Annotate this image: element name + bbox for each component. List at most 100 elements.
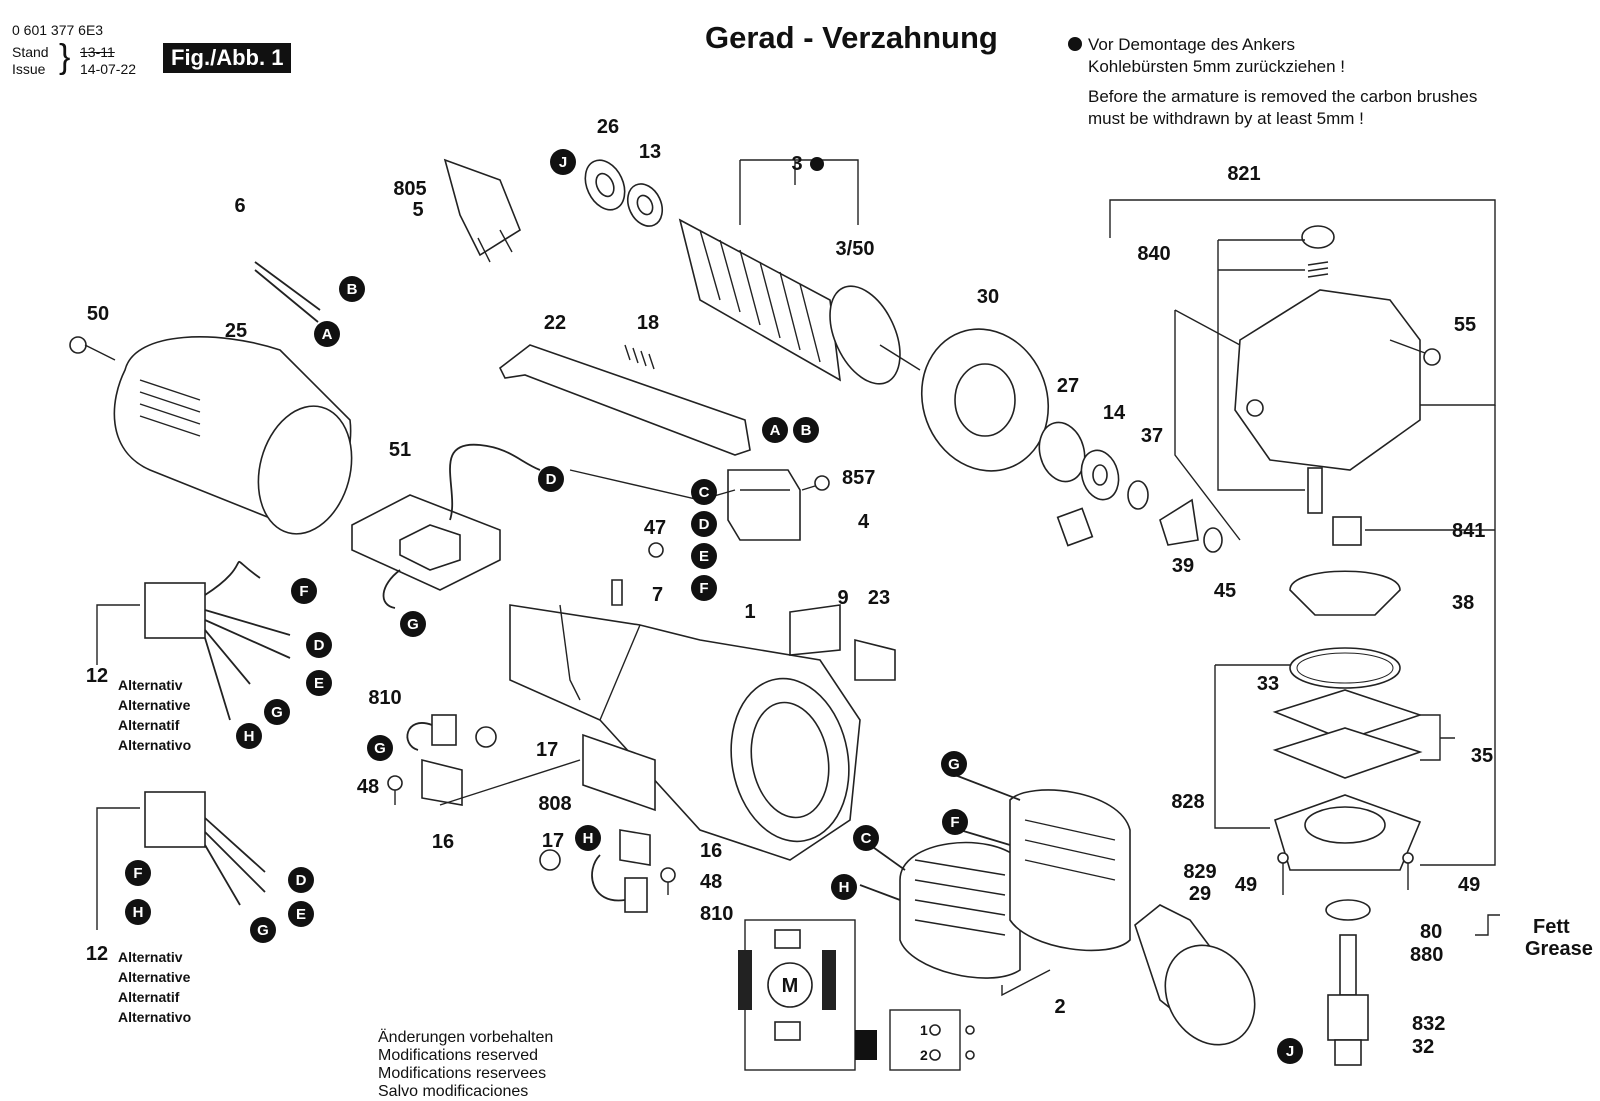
part-label-832: 832 [1412, 1013, 1445, 1035]
connector-J-guard: J [1277, 1038, 1303, 1064]
footer-line-de: Änderungen vorbehalten [378, 1029, 554, 1046]
shim-stack [1056, 507, 1094, 547]
connector-F-module12b: F [125, 860, 151, 886]
modification-notice: Änderungen vorbehalten Modifications res… [378, 1029, 553, 1101]
part-label-25: 25 [225, 320, 247, 342]
page-title: Gerad - Verzahnung [705, 20, 998, 55]
part-label-4: 4 [858, 511, 870, 533]
screw-857 [801, 475, 830, 491]
part-label-80: 80 [1420, 921, 1442, 943]
part-label-51: 51 [389, 439, 411, 461]
bearing-flange [1274, 794, 1422, 871]
part-label-857: 857 [842, 467, 875, 489]
grease-label-en: Grease [1525, 938, 1593, 960]
connector-E-module12: E [306, 670, 332, 696]
carbon-brush-810-right [591, 854, 648, 913]
svg-text:D: D [546, 471, 557, 488]
pin-840 [1307, 467, 1323, 514]
connector-E-module12b: E [288, 901, 314, 927]
connector-G-module12b: G [250, 917, 276, 943]
svg-text:F: F [133, 865, 142, 882]
svg-text:J: J [559, 154, 567, 171]
screw-48-right [660, 867, 676, 895]
bearing-13 [626, 183, 664, 227]
cap-840 [1301, 225, 1335, 249]
switch-pos-1: 1 [920, 1022, 928, 1038]
document-number: 0 601 377 6E3 [12, 22, 104, 38]
mains-plug [443, 158, 521, 263]
bearing-14 [1080, 449, 1120, 501]
part-label-22: 22 [544, 312, 566, 334]
part-label-1: 1 [744, 601, 755, 623]
power-cord [193, 93, 450, 323]
svg-text:H: H [133, 904, 144, 921]
part-label-810-left: 810 [368, 687, 401, 709]
connector-C-switch: C [691, 479, 717, 505]
svg-text:E: E [699, 548, 709, 565]
bullet-icon [1068, 37, 1082, 51]
switch-cap-23 [854, 638, 896, 681]
alternative-en-bottom: Alternative [118, 969, 191, 985]
screw-49-left [1277, 852, 1289, 895]
part-label-39: 39 [1172, 555, 1194, 577]
part-label-14: 14 [1103, 402, 1126, 424]
leader-lines [439, 159, 1500, 997]
part-label-840: 840 [1137, 243, 1170, 265]
disassembly-note: Vor Demontage des Ankers Kohlebürsten 5m… [1068, 34, 1477, 130]
svg-text:D: D [314, 637, 325, 654]
svg-text:E: E [314, 675, 324, 692]
brush-holder-16-left [421, 758, 463, 806]
part-label-5: 5 [412, 199, 423, 221]
ring-27 [1038, 421, 1086, 483]
alternative-es-top: Alternativo [118, 737, 191, 753]
sleeve-841 [1332, 516, 1362, 546]
part-label-48-left: 48 [357, 776, 379, 798]
part-label-7: 7 [652, 584, 663, 606]
stand-label: Stand [12, 44, 49, 60]
part-label-45: 45 [1214, 580, 1236, 602]
alternative-es-bottom: Alternativo [118, 1009, 191, 1025]
part-label-49-right: 49 [1458, 874, 1480, 896]
connector-H-module12: H [236, 723, 262, 749]
connector-B-switch: B [793, 417, 819, 443]
svg-text:H: H [583, 830, 594, 847]
bracket-12-bottom [96, 807, 140, 930]
part-label-27: 27 [1057, 375, 1079, 397]
connector-H-coil: H [831, 874, 857, 900]
bevel-gear-38 [1289, 570, 1401, 616]
part-label-26: 26 [597, 116, 619, 138]
part-label-17-right: 17 [542, 830, 564, 852]
part-label-12-top: 12 [86, 665, 108, 687]
part-label-37: 37 [1141, 425, 1163, 447]
svg-text:G: G [271, 704, 283, 721]
bearing-26 [584, 159, 626, 211]
part-label-13: 13 [639, 141, 661, 163]
spring-840 [1307, 261, 1329, 278]
o-ring-33 [1289, 647, 1401, 689]
svg-text:F: F [299, 583, 308, 600]
svg-text:F: F [950, 814, 959, 831]
connector-D-module: D [538, 466, 564, 492]
switch-pos-2: 2 [920, 1047, 928, 1063]
part-label-810-right: 810 [700, 903, 733, 925]
motor-housing [509, 604, 861, 861]
bracket-47-7 [611, 542, 664, 606]
part-label-29: 29 [1189, 883, 1211, 905]
connector-F-coil: F [942, 809, 968, 835]
screw-48-left [387, 775, 403, 805]
switch [727, 469, 801, 541]
svg-text:G: G [374, 740, 386, 757]
alternative-fr-bottom: Alternatif [118, 989, 180, 1005]
part-label-16-left: 16 [432, 831, 454, 853]
part-label-6: 6 [234, 195, 245, 217]
connector-B-cord: B [339, 276, 365, 302]
washer-37 [1127, 480, 1149, 510]
issue-date: 14-07-22 [80, 61, 137, 77]
svg-text:B: B [801, 422, 812, 439]
figure-label: Fig./Abb. 1 [163, 43, 292, 73]
part-label-3-50: 3/50 [836, 238, 875, 260]
connector-D-module12: D [306, 632, 332, 658]
bullet-icon [810, 157, 824, 171]
svg-text:B: B [347, 281, 358, 298]
bracket-12-top [96, 604, 140, 665]
